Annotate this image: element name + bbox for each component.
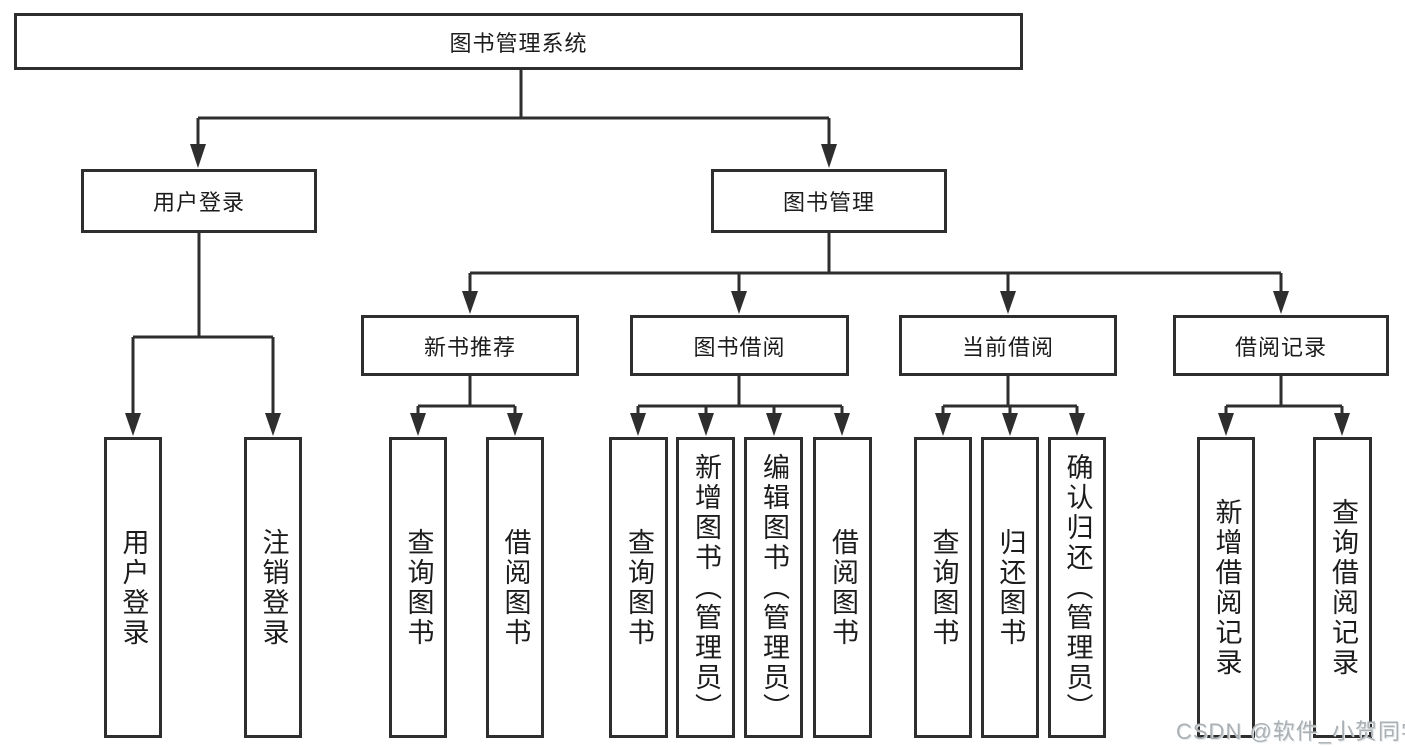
node-book-management: 图书管理 [711, 169, 947, 233]
leaf-current-confirm-return-admin: 确认归还（管理员） [1048, 437, 1106, 738]
leaf-records-query-record: 查询借阅记录 [1313, 437, 1372, 738]
node-new-book-recommend: 新书推荐 [361, 315, 579, 376]
connector-book-borrow-children [630, 376, 850, 436]
connector-root-to-level2 [190, 70, 837, 168]
leaf-logout: 注销登录 [244, 437, 302, 738]
node-book-borrow: 图书借阅 [630, 315, 849, 376]
leaf-current-query-books: 查询图书 [914, 437, 972, 738]
leaf-borrow-borrow-books: 借阅图书 [813, 437, 872, 738]
leaf-borrow-add-books-admin: 新增图书（管理员） [676, 437, 735, 738]
leaf-user-login: 用户登录 [104, 437, 162, 738]
connector-new-book-recommend-children [410, 376, 523, 436]
leaf-current-return-books: 归还图书 [981, 437, 1039, 738]
connector-user-login-children [125, 233, 281, 436]
watermark: CSDN @软件_小贺同学 [1176, 719, 1405, 744]
node-borrow-records: 借阅记录 [1173, 315, 1389, 376]
leaf-borrow-query-books: 查询图书 [609, 437, 668, 738]
leaf-borrow-edit-books-admin: 编辑图书（管理员） [744, 437, 803, 738]
leaf-records-add-record: 新增借阅记录 [1197, 437, 1255, 738]
node-user-login: 用户登录 [81, 169, 317, 233]
connector-borrow-records-children [1218, 376, 1350, 436]
node-current-borrow: 当前借阅 [899, 315, 1117, 376]
node-root: 图书管理系统 [14, 13, 1023, 70]
connector-current-borrow-children [935, 376, 1085, 436]
leaf-recommend-query-books: 查询图书 [389, 437, 447, 738]
leaf-recommend-borrow-books: 借阅图书 [486, 437, 544, 738]
connector-book-management-children [462, 233, 1289, 314]
